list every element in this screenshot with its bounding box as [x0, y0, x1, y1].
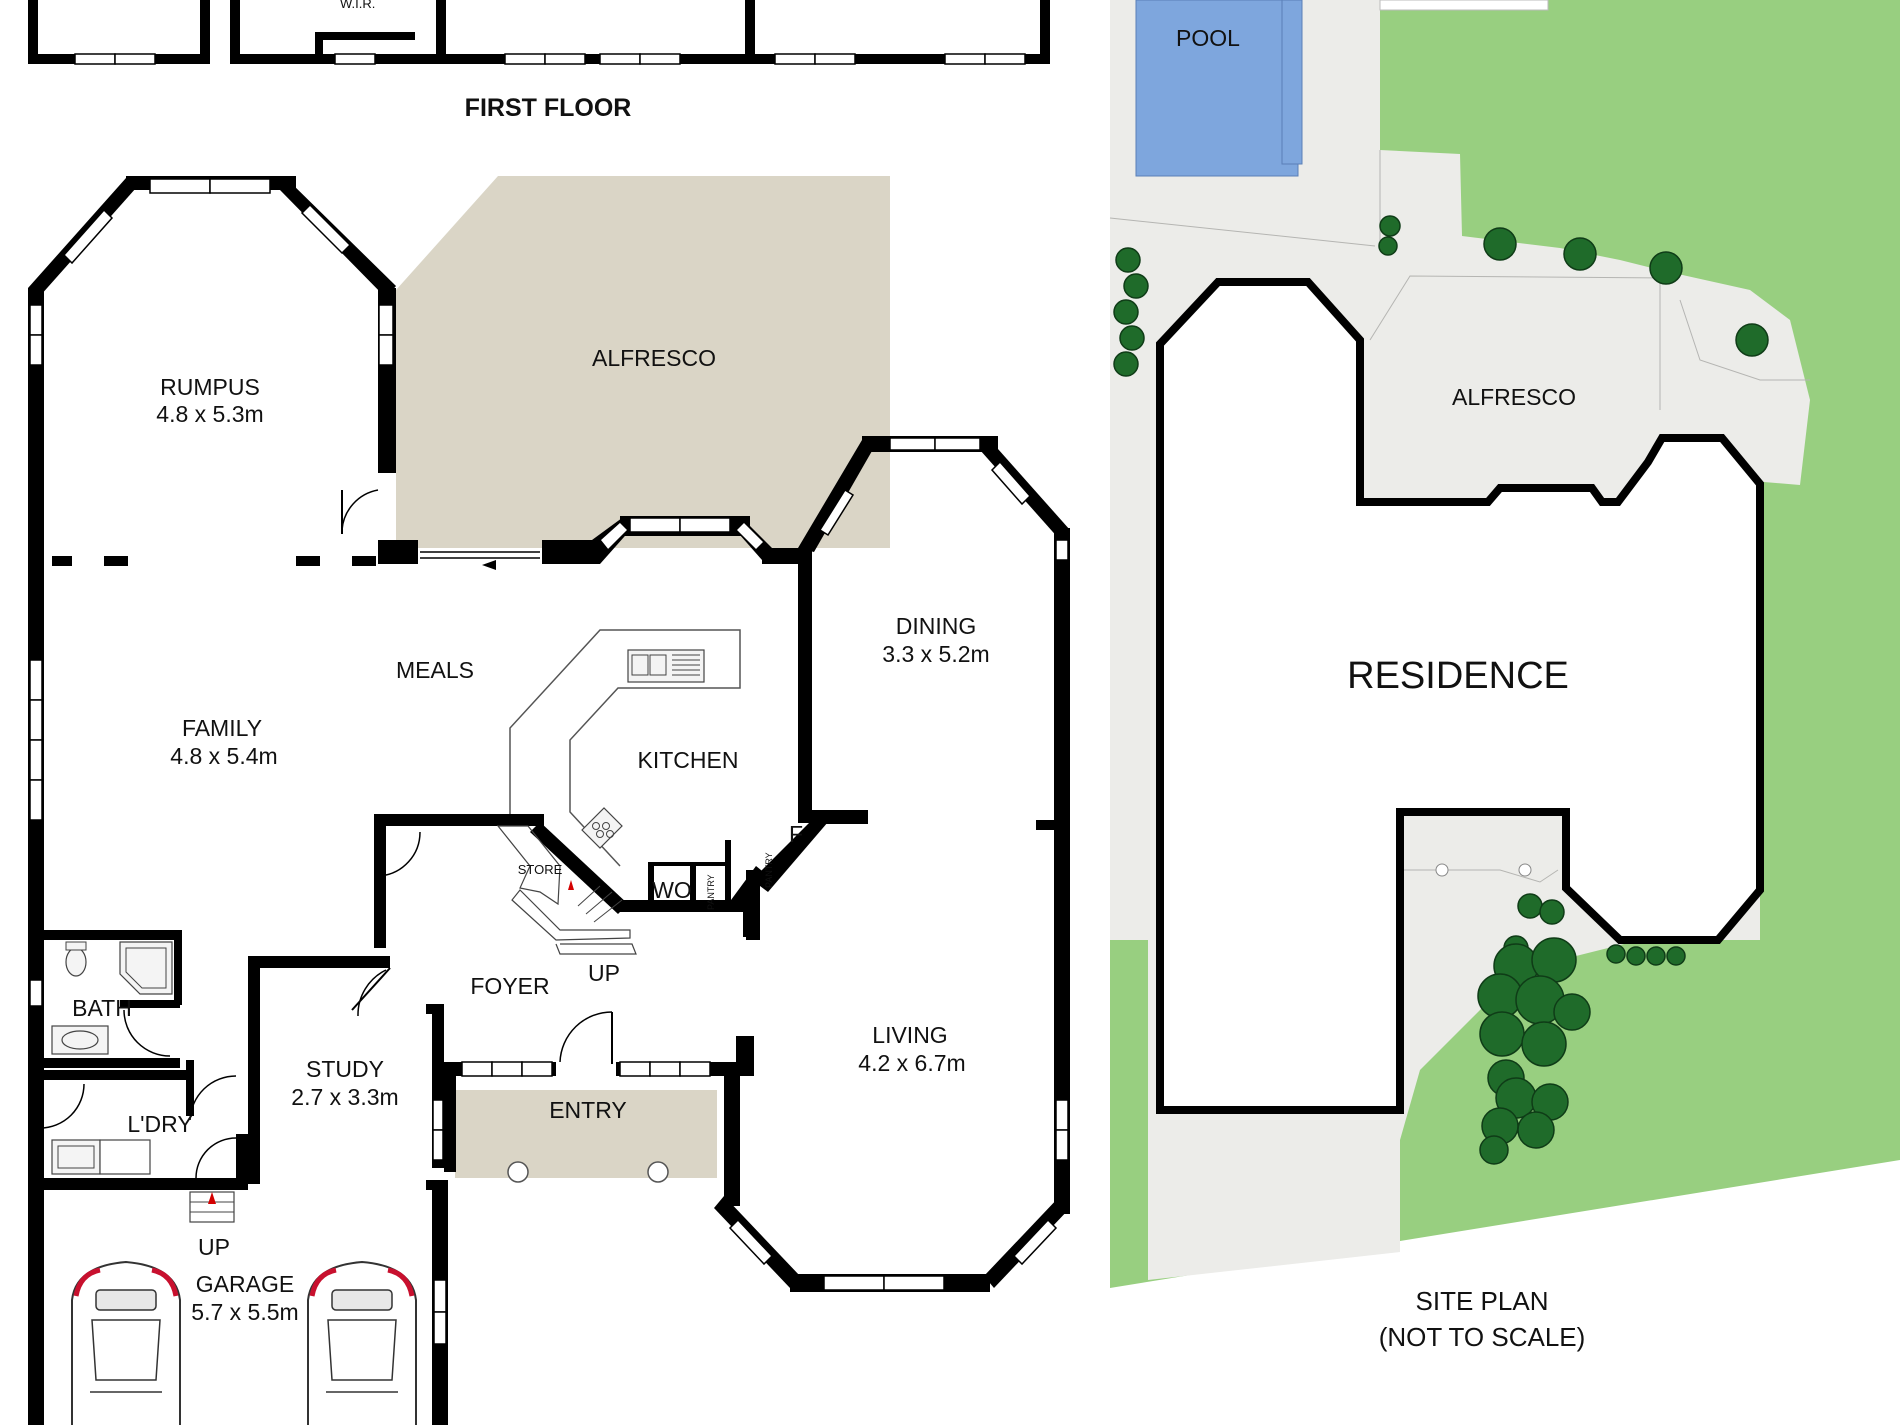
site-plan-title: SITE PLAN: [1416, 1286, 1549, 1316]
rumpus-size: 4.8 x 5.3m: [156, 401, 263, 427]
shrubs: [1113, 215, 1769, 1165]
first-floor-title: FIRST FLOOR: [465, 94, 632, 122]
site-plan: POOL RESIDENCE ALFRESCO SITE PLAN (NO: [1109, 0, 1900, 1352]
garage-label: GARAGE: [196, 1271, 294, 1297]
living-size: 4.2 x 6.7m: [858, 1050, 965, 1076]
garage-up-label: UP: [198, 1234, 230, 1260]
car-right: [307, 1260, 417, 1425]
dining-label: DINING: [896, 613, 977, 639]
first-floor-plan: W.I.R. FIRST FLOOR: [28, 0, 1050, 122]
store-label: STORE: [518, 862, 563, 877]
pool-label: POOL: [1176, 25, 1240, 51]
site-plan-subtitle: (NOT TO SCALE): [1379, 1322, 1586, 1352]
laundry-label: L'DRY: [127, 1111, 192, 1137]
ground-floor-plan: RUMPUS 4.8 x 5.3m ALFRESCO MEALS FAMILY …: [28, 176, 1070, 1425]
rumpus-label: RUMPUS: [160, 374, 260, 400]
kitchen-label: KITCHEN: [638, 747, 739, 773]
study-label: STUDY: [306, 1056, 384, 1082]
bath-label: BATH: [72, 995, 132, 1021]
family-size: 4.8 x 5.4m: [170, 743, 277, 769]
entry-label: ENTRY: [549, 1097, 627, 1123]
alfresco-area: [396, 176, 890, 548]
entry-area: [455, 1090, 717, 1178]
garage-size: 5.7 x 5.5m: [191, 1299, 298, 1325]
pantry-label-2: PANTRY: [764, 852, 774, 888]
foyer-label: FOYER: [470, 973, 549, 999]
pantry-label-1: PANTRY: [706, 874, 716, 910]
study-size: 2.7 x 3.3m: [291, 1084, 398, 1110]
living-label: LIVING: [872, 1022, 947, 1048]
dining-size: 3.3 x 5.2m: [882, 641, 989, 667]
site-alfresco-label: ALFRESCO: [1452, 384, 1576, 410]
wir-label: W.I.R.: [340, 0, 375, 11]
residence-footprint: [1156, 278, 1764, 1114]
alfresco-label: ALFRESCO: [592, 345, 716, 371]
fridge-label: F: [789, 821, 803, 847]
wo-label: WO: [652, 877, 692, 903]
stair-up-label: UP: [588, 960, 620, 986]
meals-label: MEALS: [396, 657, 474, 683]
pool: [1135, 0, 1299, 177]
family-label: FAMILY: [182, 715, 262, 741]
residence-label: RESIDENCE: [1347, 655, 1569, 697]
car-left: [71, 1260, 181, 1425]
